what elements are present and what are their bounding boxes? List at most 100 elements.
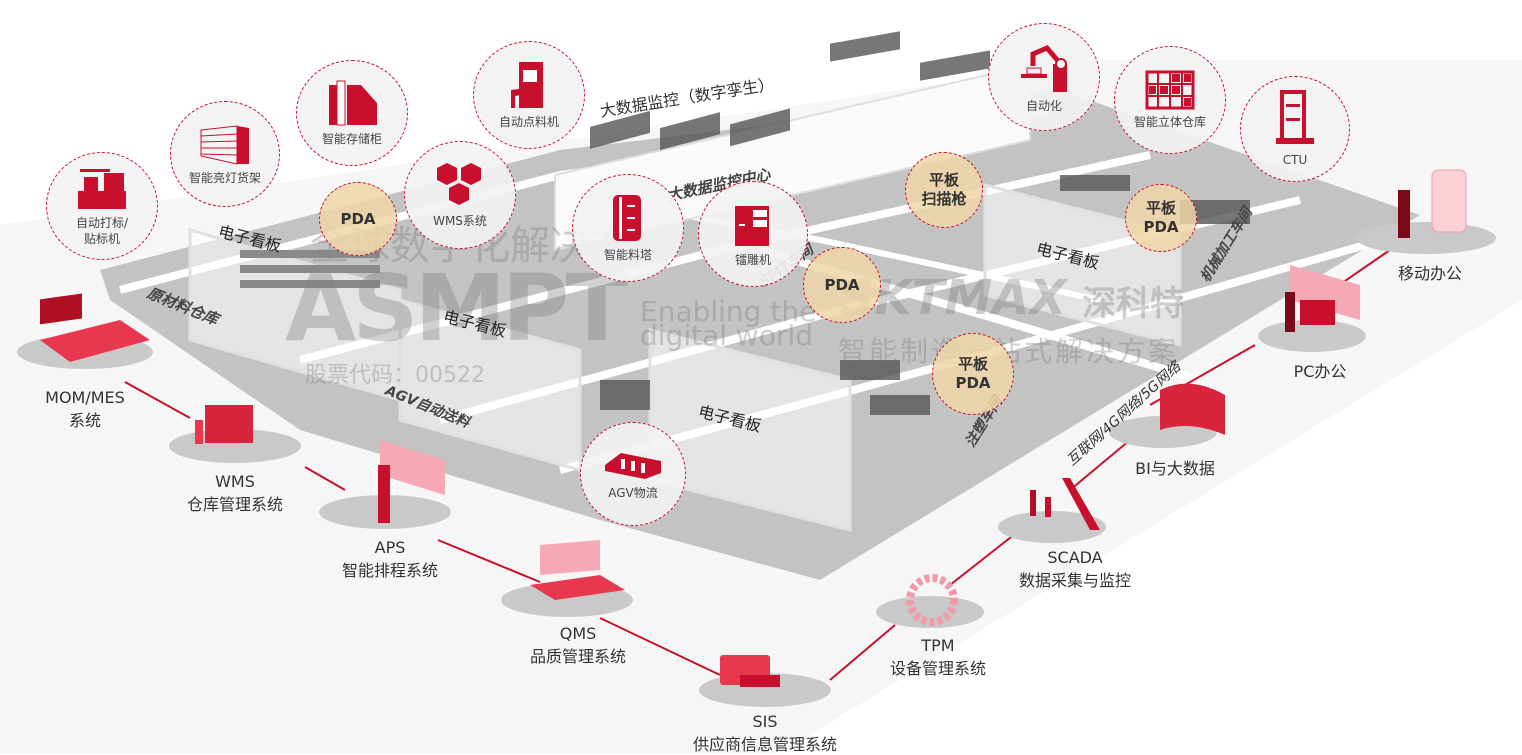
bubble-agv: AGV物流 (580, 422, 686, 526)
bubble-label: 智能亮灯货架 (188, 171, 261, 185)
machine (730, 108, 790, 147)
machine (660, 112, 720, 151)
bubble-automation: 自动化 (988, 23, 1100, 131)
machine (1060, 175, 1130, 191)
bubble-label: 自动化 (1025, 99, 1062, 113)
tpm-illustration (906, 574, 958, 626)
labeling-machine-icon (78, 169, 126, 209)
system-name: APS (374, 538, 406, 557)
system-name: MOM/MES (45, 388, 125, 407)
rack-group (240, 250, 380, 288)
counting-machine-icon (511, 62, 543, 108)
system-qms: QMS 品质管理系统 (503, 624, 653, 667)
link-scada-bi (1069, 439, 1131, 491)
tag-pda: PDA (803, 247, 881, 323)
link-mes-wms (124, 381, 191, 419)
bubble-counter: 自动点料机 (473, 41, 585, 149)
light-shelf-icon (200, 125, 249, 165)
system-desc: 系统 (68, 411, 101, 430)
rack (240, 265, 380, 273)
machine (920, 50, 990, 81)
system-scada: SCADA 数据采集与监控 (995, 548, 1155, 591)
tag-label: PDA (340, 209, 376, 228)
wms-illustration (195, 405, 253, 444)
link-tpm-scada (949, 529, 1021, 586)
qms-illustration (530, 540, 625, 600)
bubble-label: 智能立体仓库 (1133, 115, 1206, 129)
system-bi: BI与大数据 (1115, 455, 1235, 479)
plate (998, 511, 1106, 543)
tag-label: 平板 PDA (1143, 199, 1179, 236)
ctu-robot-icon (1276, 90, 1314, 144)
bubble-label: AGV物流 (608, 486, 658, 500)
cubes-icon (437, 163, 481, 205)
bubble-label: 自动点料机 (498, 115, 559, 129)
bubble-ctu: CTU (1240, 76, 1350, 182)
bubble-wms-system: WMS系统 (404, 141, 516, 249)
bubble-label: CTU (1282, 153, 1308, 167)
system-illustrations (40, 169, 1467, 687)
system-aps: APS 智能排程系统 (315, 538, 465, 581)
system-desc: 供应商信息管理系统 (692, 735, 837, 754)
link-wms-aps (304, 466, 346, 491)
rack (240, 250, 380, 258)
system-mobile: 移动办公 (1375, 260, 1485, 284)
bubble-label: 镭雕机 (734, 253, 771, 267)
bubble-labeler: 自动打标/ 贴标机 (46, 152, 158, 260)
system-tpm: TPM 设备管理系统 (868, 636, 1008, 679)
sis-illustration (720, 655, 780, 687)
tag-label: 平板 PDA (955, 355, 991, 392)
link-aps-qms (437, 539, 541, 583)
link-sis-tpm (829, 624, 896, 681)
robot-arm-icon (1021, 44, 1067, 92)
material-tower-icon (613, 195, 641, 241)
bubble-label: 智能存储柜 (321, 132, 382, 146)
system-name: SCADA (1047, 548, 1103, 567)
link-qms-sis (599, 617, 721, 676)
system-name: SIS (752, 712, 778, 731)
system-desc: 品质管理系统 (529, 647, 626, 666)
machine (840, 360, 900, 380)
system-mom-mes: MOM/MES 系统 (20, 388, 150, 431)
system-wms: WMS 仓库管理系统 (165, 472, 305, 515)
bubble-light-shelf: 智能亮灯货架 (170, 101, 280, 207)
machine-group (590, 31, 1250, 415)
bubble-asrs: 智能立体仓库 (1114, 46, 1226, 154)
pc-illustration (1285, 265, 1360, 332)
system-pc: PC办公 (1265, 358, 1375, 382)
bubble-label: 自动打标/ 贴标机 (75, 216, 129, 246)
system-name: WMS (215, 472, 255, 491)
bi-illustration (1160, 383, 1225, 435)
tag-label: 平板 扫描枪 (921, 171, 967, 208)
system-name: TPM (921, 636, 955, 655)
tag-pda: PDA (319, 182, 397, 256)
tag-label: PDA (824, 275, 860, 294)
machine (590, 110, 650, 149)
bubble-material-tower: 智能料塔 (572, 174, 684, 282)
machine (870, 395, 930, 415)
bubble-engraver: 镭雕机 (698, 181, 808, 287)
plate (1356, 222, 1496, 254)
tag-tablet-scanner: 平板 扫描枪 (905, 152, 983, 228)
tag-tablet-pda: 平板 PDA (1125, 184, 1197, 252)
agv-icon (605, 453, 661, 479)
rack (240, 280, 380, 288)
bubble-label: WMS系统 (433, 214, 487, 228)
system-name: BI与大数据 (1135, 459, 1215, 478)
bubble-label: 智能料塔 (603, 248, 652, 262)
tag-tablet-pda: 平板 PDA (932, 333, 1014, 415)
scada-illustration (1030, 478, 1100, 530)
system-desc: 仓库管理系统 (186, 495, 283, 514)
system-name: QMS (559, 624, 597, 643)
machine (600, 380, 650, 410)
system-name: 移动办公 (1397, 264, 1462, 283)
mes-illustration (40, 293, 150, 362)
bubble-storage-cabinet: 智能存储柜 (296, 60, 408, 166)
mobile-illustration (1398, 169, 1467, 238)
system-desc: 智能排程系统 (341, 561, 438, 580)
aps-illustration (378, 440, 445, 523)
system-desc: 数据采集与监控 (1018, 571, 1131, 590)
shelving-icon (1145, 70, 1195, 110)
machine (830, 31, 900, 62)
